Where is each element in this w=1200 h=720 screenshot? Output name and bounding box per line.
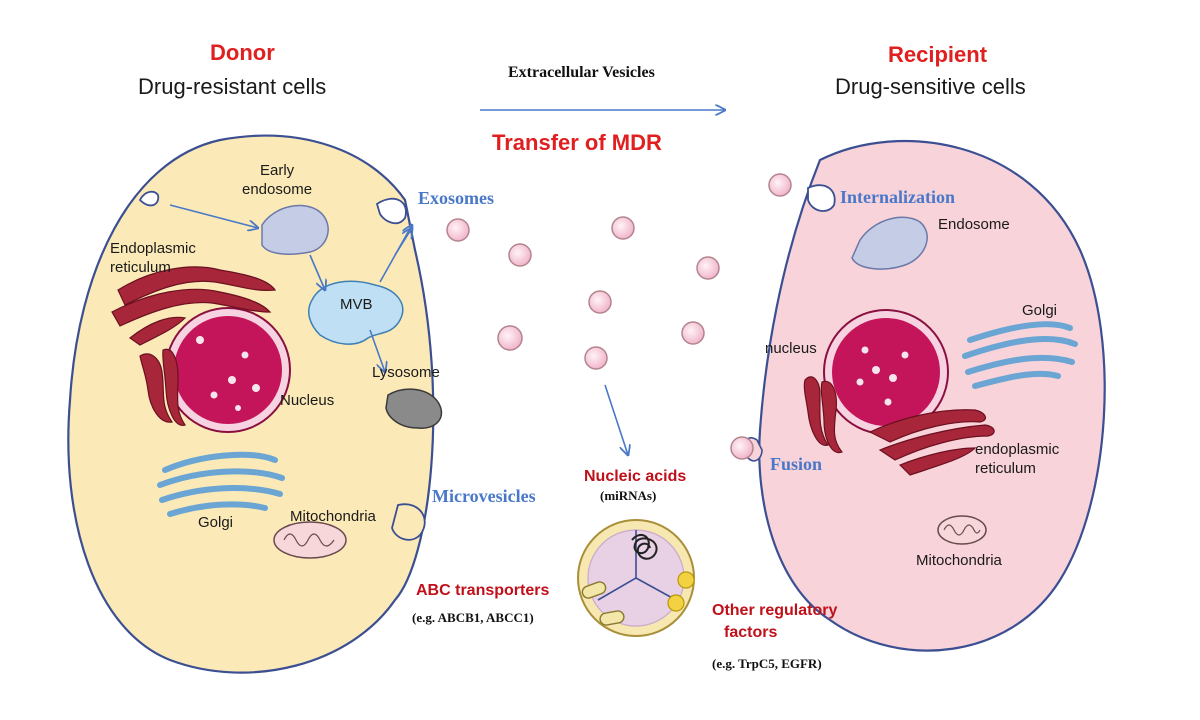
mvb [308,280,404,345]
recipient-mitochondria-label: Mitochondria [916,552,1002,569]
cargo-vesicle [577,519,695,637]
donor-nucleus-label: Nucleus [280,392,335,409]
internalization-label: Internalization [840,187,955,207]
early-endosome [261,204,329,255]
donor-microvesicle-bud [391,503,426,541]
donor-endocytosis-notch [138,190,160,207]
donor-golgi-label: Golgi [198,514,234,531]
recipient-subtitle: Drug-sensitive cells [835,74,1026,99]
early-endosome-label-2: endosome [242,181,313,198]
recipient-endosome-label: Endosome [938,216,1010,233]
recipient-er [803,376,995,476]
abc-transporter-icon [581,581,625,626]
abc-transporters-label: ABC transporters [416,582,550,599]
fusion-label: Fusion [770,454,823,474]
other-factors-label-2: factors [724,624,778,641]
recipient-golgi [962,321,1078,389]
other-factors-example-label: (e.g. TrpC5, EGFR) [712,656,822,671]
mvb-label: MVB [340,296,373,313]
recipient-nucleus-label: nucleus [765,340,817,357]
donor-title: Donor [210,40,275,65]
recipient-golgi-label: Golgi [1022,302,1058,319]
donor-er-label-1: Endoplasmic [110,240,196,257]
cargo-arrow [604,384,628,455]
transfer-title: Transfer of MDR [492,130,662,155]
recipient-er-label-1: endoplasmic [975,441,1060,458]
regulatory-factor-icon [667,571,695,612]
microvesicles-label: Microvesicles [432,486,536,506]
lysosome [385,388,443,429]
donor-er-label-2: reticulum [110,259,171,276]
donor-subtitle: Drug-resistant cells [138,74,327,99]
recipient-cell [743,139,1106,652]
recipient-internalization-notch [807,184,836,212]
extracellular-vesicles [446,173,792,460]
donor-er [111,266,277,426]
mirna-icon [631,533,658,560]
recipient-nucleus [823,309,949,435]
lysosome-label: Lysosome [372,364,440,381]
recipient-endosome [851,216,928,270]
recipient-title: Recipient [888,42,988,67]
mirnas-label: (miRNAs) [600,488,657,503]
donor-cell [67,134,443,674]
recipient-mitochondria [937,515,987,545]
arrow-label: Extracellular Vesicles [508,64,655,81]
donor-mitochondria [273,521,347,559]
donor-mitochondria-label: Mitochondria [290,508,376,525]
early-endosome-label-1: Early [260,162,295,179]
other-factors-label-1: Other regulatory [712,602,838,619]
donor-nucleus [165,307,291,433]
donor-budding-notch [375,197,407,225]
exosomes-label: Exosomes [418,188,494,208]
abc-example-label: (e.g. ABCB1, ABCC1) [412,610,534,625]
recipient-er-label-2: reticulum [975,460,1036,477]
donor-pathway-arrows [169,204,412,372]
nucleic-acids-label: Nucleic acids [584,468,687,485]
donor-golgi [157,451,285,517]
